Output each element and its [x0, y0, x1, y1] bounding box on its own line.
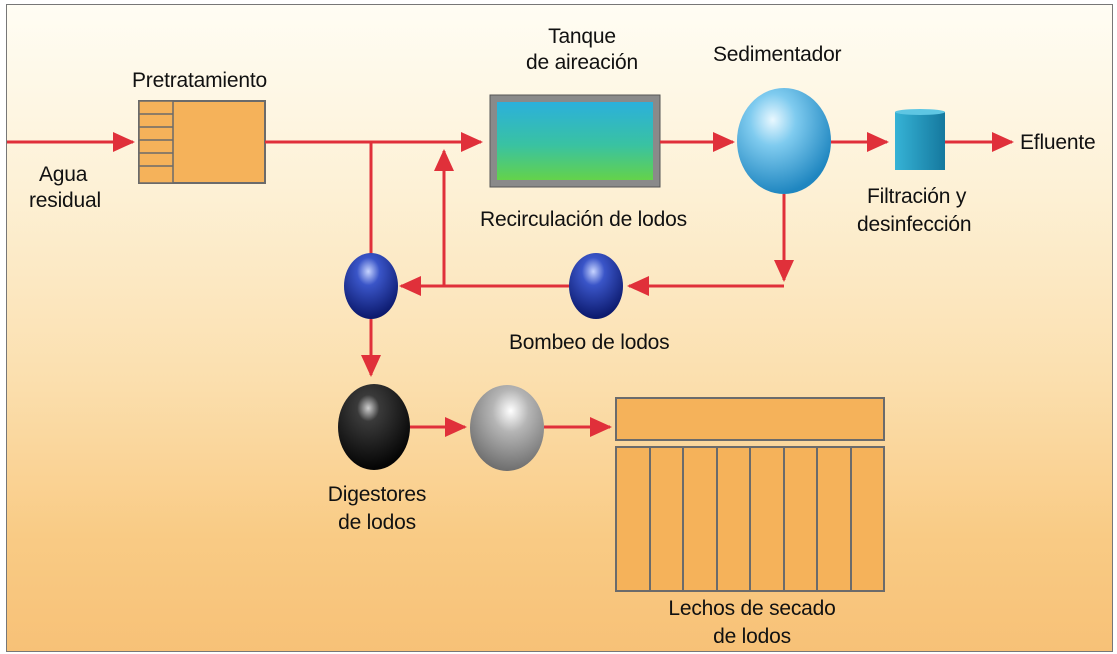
- label-efluente: Efluente: [1020, 131, 1096, 154]
- label-filtracion-line2: desinfección: [857, 213, 972, 236]
- label-digestores-line1: Digestores: [327, 483, 427, 506]
- sludge-pump: [344, 253, 398, 319]
- pretratamiento-unit: [138, 100, 266, 184]
- sedimentador-tank: [737, 88, 831, 194]
- lechos-secado: [615, 397, 885, 592]
- label-recirculacion: Recirculación de lodos: [480, 208, 687, 231]
- tanque-aireacion: [489, 94, 661, 188]
- label-residual: residual: [29, 189, 101, 212]
- label-tanque-line1: Tanque: [548, 25, 616, 48]
- label-tanque-line2: de aireación: [525, 51, 638, 74]
- label-pretratamiento: Pretratamiento: [132, 69, 267, 92]
- label-digestores-line2: de lodos: [338, 511, 416, 534]
- diagram-frame: Pretratamiento Agua residual Tanque de a…: [6, 4, 1113, 652]
- label-sedimentador: Sedimentador: [713, 43, 842, 66]
- bombeo-pump: [569, 253, 623, 319]
- filtracion-unit: [895, 109, 945, 170]
- label-agua: Agua: [39, 163, 88, 186]
- label-filtracion-line1: Filtración y: [867, 185, 967, 208]
- label-lechos-line2: de lodos: [713, 625, 791, 648]
- label-lechos-line1: Lechos de secado: [668, 597, 836, 620]
- digestor-gray: [470, 385, 544, 471]
- digestor-black: [338, 384, 410, 470]
- process-diagram: [7, 88, 1014, 592]
- label-bombeo: Bombeo de lodos: [509, 331, 670, 354]
